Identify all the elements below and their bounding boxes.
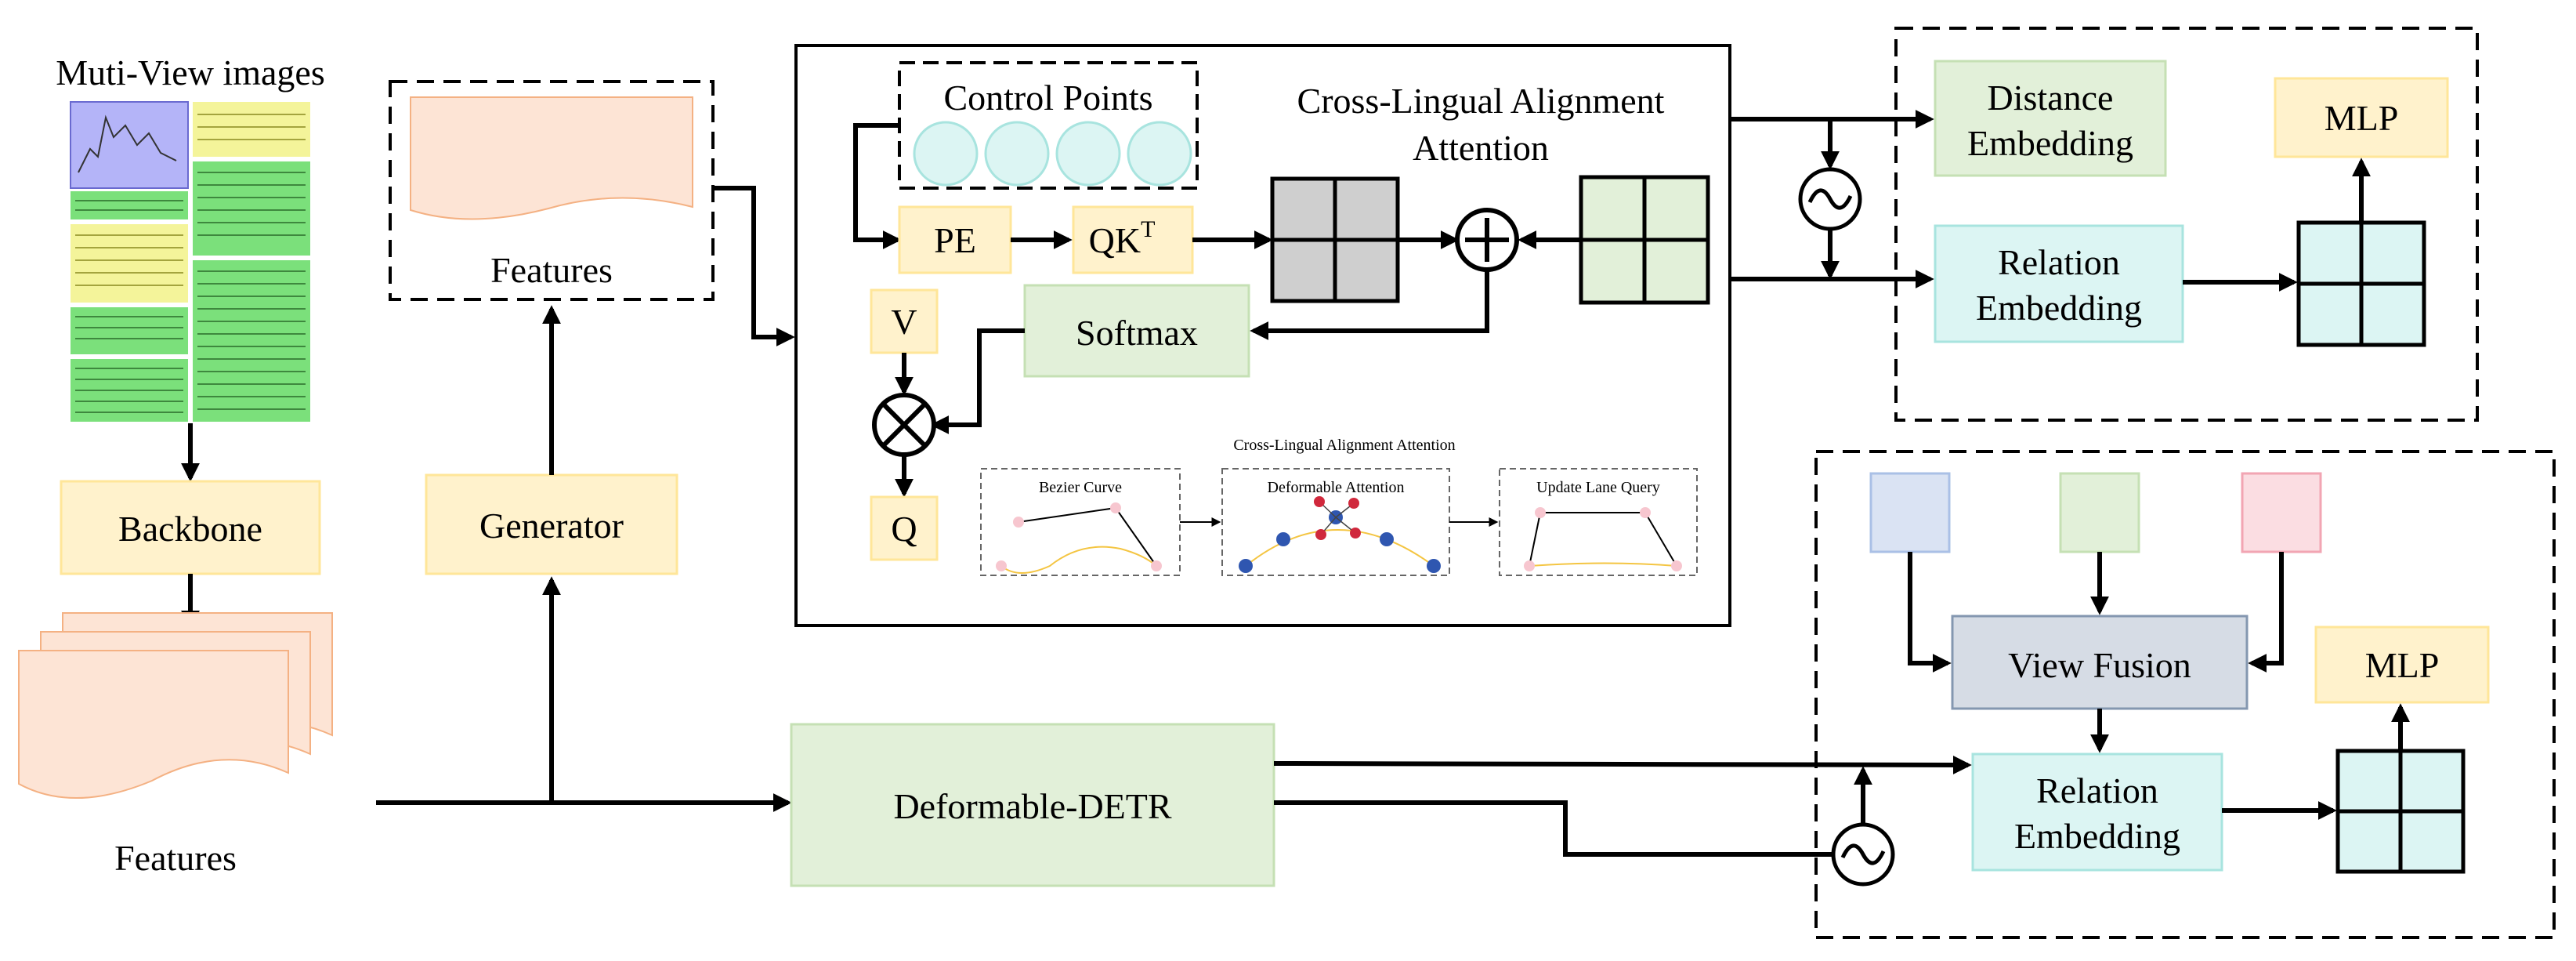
view-token-red: [2241, 472, 2322, 553]
deformable-detr-label: Deformable-DETR: [893, 786, 1171, 826]
features-top-label: Features: [490, 250, 613, 290]
stage-update-lane-query: Update Lane Query: [1499, 468, 1698, 576]
features-bottom-label: Features: [114, 838, 237, 878]
svg-text:Bezier Curve: Bezier Curve: [1039, 479, 1122, 496]
output-matrix-bottom: [2335, 749, 2466, 874]
backbone-box: [60, 480, 321, 575]
attention-module-box: [794, 44, 1731, 627]
distance-embedding-box: [1934, 60, 2167, 177]
view-token-blue: [1869, 472, 1951, 553]
view-token-green: [2059, 472, 2140, 553]
control-points-label: Control Points: [943, 78, 1152, 118]
relation-embedding-box-bottom: [1971, 752, 2223, 872]
attention-score-matrix: [1270, 176, 1400, 303]
v-label: V: [891, 302, 917, 342]
mlp-bottom-label: MLP: [2365, 645, 2440, 685]
qk-label: QKT: [1089, 216, 1156, 260]
relation-embedding-top-line2: Embedding: [1976, 288, 2142, 328]
input-title: Muti-View images: [56, 53, 324, 92]
backbone-label: Backbone: [118, 509, 262, 549]
features-top-page: [410, 96, 693, 220]
mlp-box-top: [2274, 77, 2449, 158]
generator-box: [425, 473, 678, 575]
softmax-label: Softmax: [1076, 313, 1198, 353]
q-label: Q: [891, 509, 917, 549]
attention-title-line1: Cross-Lingual Alignment: [1297, 81, 1665, 121]
stage-deformable-attention: Deformable Attention: [1221, 468, 1450, 576]
svg-text:Deformable Attention: Deformable Attention: [1268, 479, 1405, 496]
control-point-circles: [913, 121, 1192, 187]
add-operator-icon: [1455, 208, 1519, 272]
pe-label: PE: [934, 220, 976, 260]
svg-text:Update Lane Query: Update Lane Query: [1536, 479, 1660, 496]
q-box: [870, 495, 939, 561]
stage-bezier-curve: Bezier Curve: [980, 468, 1181, 576]
output-matrix-top: [2296, 220, 2426, 347]
v-box: [870, 288, 939, 354]
distance-embedding-line1: Distance: [1988, 78, 2114, 118]
view-fusion-box: [1951, 615, 2249, 710]
mlp-box-bottom: [2314, 626, 2490, 704]
relation-embedding-box-top: [1934, 224, 2184, 343]
relation-embedding-top-line1: Relation: [1998, 242, 2120, 282]
relation-embedding-bottom-line1: Relation: [2036, 771, 2158, 811]
sinusoid-operator-icon-top: [1798, 167, 1862, 231]
sinusoid-operator-icon-bottom: [1831, 822, 1895, 887]
generator-label: Generator: [479, 506, 624, 546]
sub-diagram-title: Cross-Lingual Alignment Attention: [1233, 437, 1455, 454]
relation-embedding-bottom-line2: Embedding: [2014, 816, 2180, 856]
qk-box: [1072, 205, 1194, 274]
attention-title-line2: Attention: [1413, 128, 1549, 168]
distance-embedding-line2: Embedding: [1967, 123, 2133, 163]
mlp-top-label: MLP: [2325, 98, 2399, 138]
feature-maps-stack: [18, 612, 333, 799]
input-document-thumbnail: [70, 101, 310, 422]
alignment-bias-matrix: [1579, 175, 1710, 305]
multiply-operator-icon: [872, 393, 936, 457]
top-right-dashed-box: [1894, 27, 2479, 422]
view-fusion-label: View Fusion: [2008, 645, 2191, 685]
deformable-detr-box: [790, 723, 1275, 887]
